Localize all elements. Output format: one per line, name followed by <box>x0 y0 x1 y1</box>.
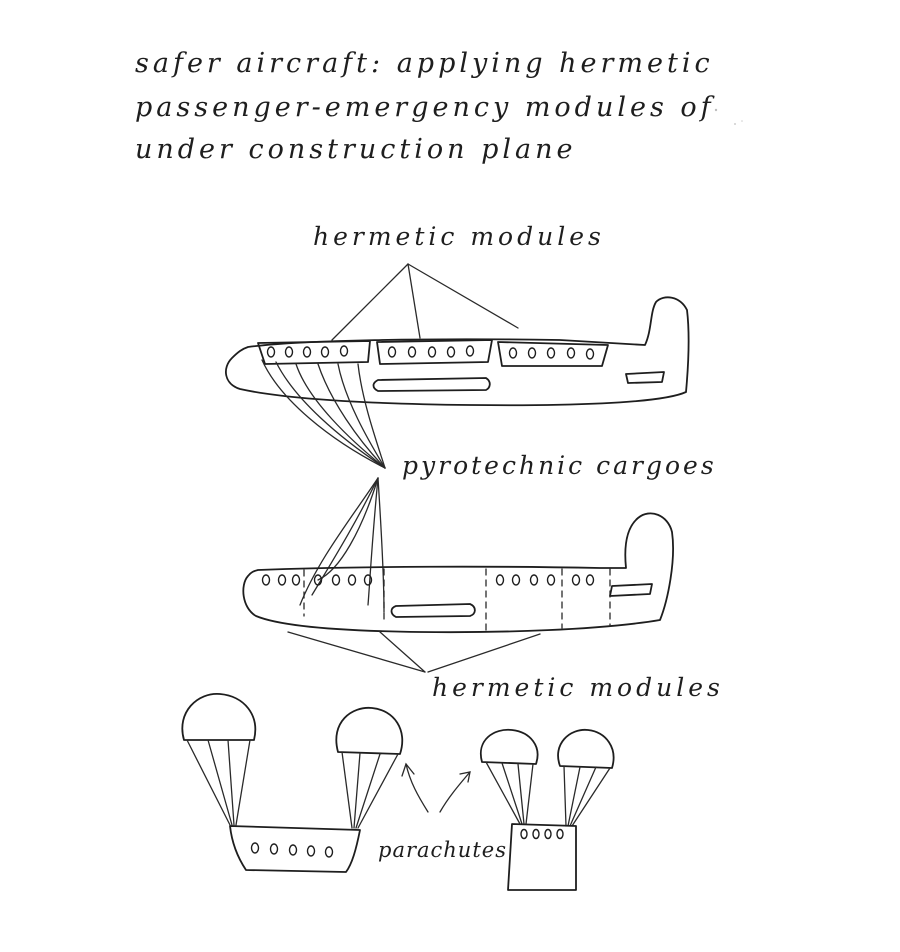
right-descending-module <box>479 728 615 891</box>
pyrotechnic-lines-top <box>261 359 386 469</box>
right-parachute-2-lines <box>563 765 611 827</box>
top-windows <box>266 345 595 360</box>
top-airplane-fuselage <box>225 296 690 407</box>
bottom-windows <box>261 574 595 586</box>
arrow-left <box>405 763 429 813</box>
bottom-module-pointers <box>287 631 541 673</box>
top-tail-stabilizer <box>625 371 665 384</box>
pyrotechnic-lines-bottom <box>299 477 385 613</box>
bottom-tail-stabilizer <box>609 583 653 597</box>
title-line-1: safer aircraft: applying hermetic <box>135 48 714 79</box>
bottom-airplane-fuselage <box>242 512 674 634</box>
top-airplane <box>225 263 690 407</box>
right-capsule-windows <box>520 828 564 840</box>
bottom-wing <box>390 603 476 618</box>
right-parachute-1-lines <box>485 761 534 825</box>
left-capsule <box>229 825 361 873</box>
arrow-right <box>439 771 471 813</box>
top-module-3 <box>497 341 609 367</box>
left-descending-module <box>181 693 404 873</box>
title-line-2: passenger-emergency modules of <box>135 92 715 123</box>
bottom-airplane <box>242 512 674 673</box>
left-parachute-1-canopy <box>181 693 257 741</box>
label-pyrotechnic-cargoes: pyrotechnic cargoes <box>402 451 717 480</box>
parachute-arrows <box>401 762 471 813</box>
bottom-module-dividers <box>303 568 611 631</box>
left-parachute-1-lines <box>186 739 251 826</box>
left-parachute-2-canopy <box>335 707 404 755</box>
top-module-pointers <box>331 263 519 341</box>
paper-smudges <box>714 108 743 125</box>
right-capsule <box>507 823 577 891</box>
right-parachute-2-canopy <box>557 729 615 769</box>
left-capsule-windows <box>250 842 334 858</box>
left-parachute-2-lines <box>341 751 399 829</box>
label-parachutes: parachutes <box>378 838 507 862</box>
right-parachute-1-canopy <box>479 728 539 765</box>
top-module-2 <box>376 339 493 365</box>
label-hermetic-modules-top: hermetic modules <box>313 222 605 251</box>
top-wing <box>372 377 491 392</box>
title-line-3: under construction plane <box>135 134 577 165</box>
top-module-1 <box>257 340 371 365</box>
label-hermetic-modules-bottom: hermetic modules <box>432 673 724 702</box>
